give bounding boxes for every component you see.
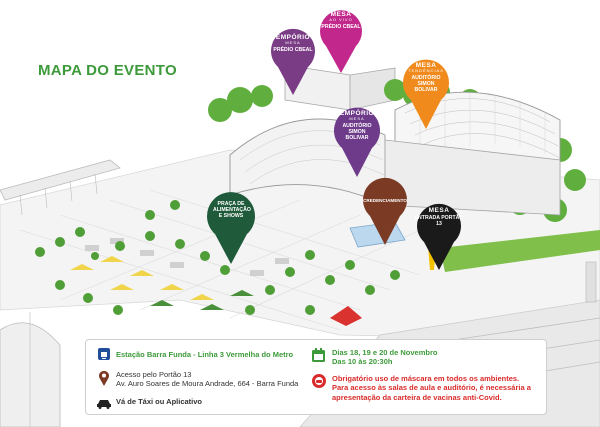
car-icon <box>96 396 112 414</box>
event-hours: Das 10 às 20:30h <box>332 357 393 367</box>
dates-text: Dias 18, 19 e 20 de Novembro Das 10 às 2… <box>332 348 437 367</box>
pin-credenciamento[interactable]: CREDENCIAMENTO <box>360 168 410 246</box>
metro-text: Estação Barra Funda - Linha 3 Vermelha d… <box>116 350 294 359</box>
pin-brand-sub: MESA <box>349 116 365 122</box>
mask-title: Obrigatório uso de máscara em todos os a… <box>332 374 520 383</box>
pin-brand: EMPÓRIO <box>275 34 311 41</box>
pin-place: ENTRADA PORTÃO 13 <box>414 215 464 228</box>
access-address: Av. Auro Soares de Moura Andrade, 664 - … <box>116 379 299 389</box>
pin-place: CREDENCIAMENTO <box>363 198 407 203</box>
location-pin-icon <box>98 370 110 391</box>
map-title: MAPA DO EVENTO <box>38 62 177 79</box>
mask-text: Obrigatório uso de máscara em todos os a… <box>332 374 540 402</box>
access-text: Acesso pelo Portão 13 Av. Auro Soares de… <box>116 370 298 389</box>
pin-place: PRAÇA DE ALIMENTAÇÃO E SHOWS <box>213 201 251 219</box>
pin-place: PRÉDIO CBEAL <box>321 24 361 31</box>
event-dates: Dias 18, 19 e 20 de Novembro <box>332 348 438 357</box>
pin-praca-alimentacao[interactable]: PRAÇA DE ALIMENTAÇÃO E SHOWS <box>204 185 258 265</box>
info-panel: Estação Barra Funda - Linha 3 Vermelha d… <box>85 339 547 415</box>
pin-place: AUDITÓRIO SIMON BOLIVAR <box>411 75 441 93</box>
access-title: Acesso pelo Portão 13 <box>116 370 192 379</box>
pin-place: PRÉDIO CBEAL <box>273 47 313 54</box>
pin-emporio-predio-cbeal[interactable]: EMPÓRIO MESA PRÉDIO CBEAL <box>268 22 318 96</box>
pin-mesa-tendencias[interactable]: MESA TENDÊNCIAS AUDITÓRIO SIMON BOLIVAR <box>400 52 452 130</box>
calendar-icon <box>312 348 325 367</box>
vaccine-text: Para acesso às salas de aula e auditório… <box>332 383 531 402</box>
pin-brand: MESA <box>330 11 352 18</box>
pin-brand: MESA <box>415 62 437 69</box>
pin-mesa-ao-vivo[interactable]: MESA AO VIVO PRÉDIO CBEAL <box>317 2 365 74</box>
pin-brand-sub: TENDÊNCIAS <box>408 68 444 74</box>
pin-emporio-auditorio[interactable]: EMPÓRIO MESA AUDITÓRIO SIMON BOLIVAR <box>331 100 383 178</box>
pin-place: AUDITÓRIO SIMON BOLIVAR <box>342 123 372 141</box>
pin-brand: EMPÓRIO <box>339 110 375 117</box>
metro-icon <box>98 348 110 360</box>
pin-brand-sub: AO VIVO <box>329 17 353 23</box>
pin-entrada-portao-13[interactable]: MESA ENTRADA PORTÃO 13 <box>414 195 464 271</box>
mask-warning-icon <box>312 374 326 393</box>
pin-brand-sub: MESA <box>285 40 301 46</box>
taxi-text: Vá de Táxi ou Aplicativo <box>116 397 202 406</box>
pin-brand: MESA <box>428 207 450 214</box>
